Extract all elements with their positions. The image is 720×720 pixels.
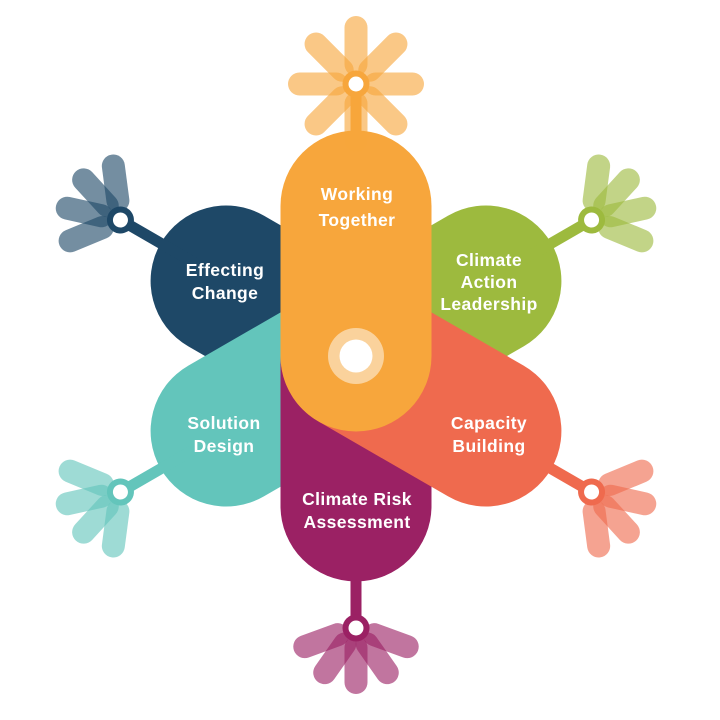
petal-body — [280, 130, 432, 432]
petal-label-effecting-change-line2: Change — [192, 283, 259, 303]
splat-flower-icon — [578, 459, 657, 558]
splat-arm — [58, 459, 114, 497]
splat-arm — [364, 72, 424, 96]
petal-label-climate-action-leadership-line3: Leadership — [440, 294, 537, 314]
petal-label-capacity-building-line1: Capacity — [451, 413, 527, 433]
splat-arm — [358, 32, 408, 82]
petal-label-working-together-line2: Together — [319, 210, 396, 230]
petal-stem — [513, 215, 595, 269]
petal-stem-group-capacity-building — [513, 443, 657, 558]
splat-arm — [313, 632, 357, 685]
hub-center-dot — [584, 484, 600, 500]
hub-center-dot — [112, 212, 128, 228]
petal-label-effecting-change-line1: Effecting — [186, 260, 264, 280]
splat-arm — [344, 92, 368, 152]
hub-center-dot — [584, 212, 600, 228]
petal-stem — [117, 215, 199, 269]
splat-flower-icon — [55, 154, 134, 253]
splat-arm — [288, 72, 348, 96]
splat-arm — [593, 494, 640, 544]
petal-stem — [117, 443, 199, 497]
splat-flower-icon — [288, 16, 424, 152]
petal-label-climate-risk-assessment-line2: Assessment — [303, 512, 410, 532]
splat-flower-icon — [578, 154, 657, 253]
splat-arm — [358, 86, 408, 136]
hub-center-dot — [112, 484, 128, 500]
petal-label-climate-action-leadership-line2: Action — [461, 272, 518, 292]
petal-label-climate-action-leadership-line1: Climate — [456, 250, 522, 270]
splat-arm — [72, 168, 119, 218]
splat-flower-icon — [55, 459, 134, 558]
petal-label-solution-design-line2: Design — [194, 436, 255, 456]
petal-stem-group-effecting-change — [55, 154, 199, 269]
petal-stem-group-climate-action-leadership — [513, 154, 657, 269]
splat-arm — [72, 494, 119, 544]
splat-arm — [344, 16, 368, 76]
splat-arm — [101, 154, 130, 213]
center-dot — [339, 339, 373, 373]
petal-stem-group-solution-design — [55, 443, 199, 558]
petal-working-together — [280, 130, 432, 432]
splat-arm — [293, 623, 350, 659]
splat-arm — [593, 168, 640, 218]
splat-arm — [362, 623, 419, 659]
splat-flower-icon — [293, 614, 419, 694]
splat-arm — [582, 499, 611, 558]
splat-arm — [304, 86, 354, 136]
petal-label-capacity-building-line2: Building — [452, 436, 525, 456]
petal-stem-group-climate-risk-assessment — [293, 541, 419, 694]
petal-label-climate-risk-assessment-line1: Climate Risk — [302, 489, 412, 509]
hub-center-dot — [348, 76, 364, 92]
petal-stem-group-working-together — [288, 16, 424, 171]
petal-label-working-together-line1: Working — [321, 184, 393, 204]
hub-center-dot — [348, 620, 364, 636]
petal-label-solution-design-line1: Solution — [187, 413, 260, 433]
splat-arm — [304, 32, 354, 82]
petal-stem — [513, 443, 595, 497]
splat-arm — [598, 215, 654, 253]
